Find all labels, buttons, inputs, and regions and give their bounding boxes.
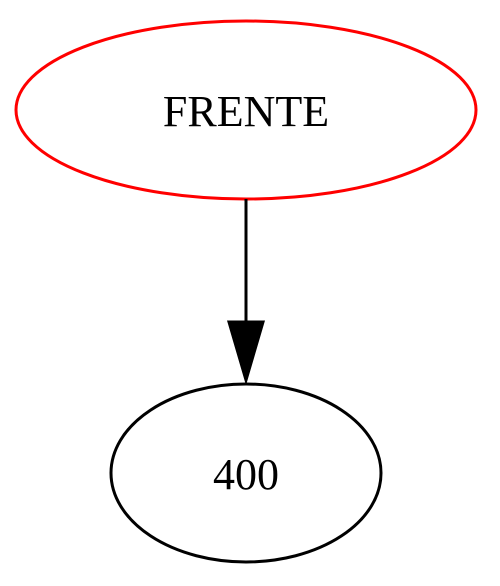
node-frente-label: FRENTE <box>163 87 329 136</box>
node-frente: FRENTE <box>14 19 478 201</box>
node-400-label: 400 <box>213 450 279 499</box>
edge-frente-to-400 <box>226 199 266 386</box>
edge-arrowhead <box>226 320 266 386</box>
node-400-shape <box>109 382 383 564</box>
node-400: 400 <box>109 382 383 564</box>
